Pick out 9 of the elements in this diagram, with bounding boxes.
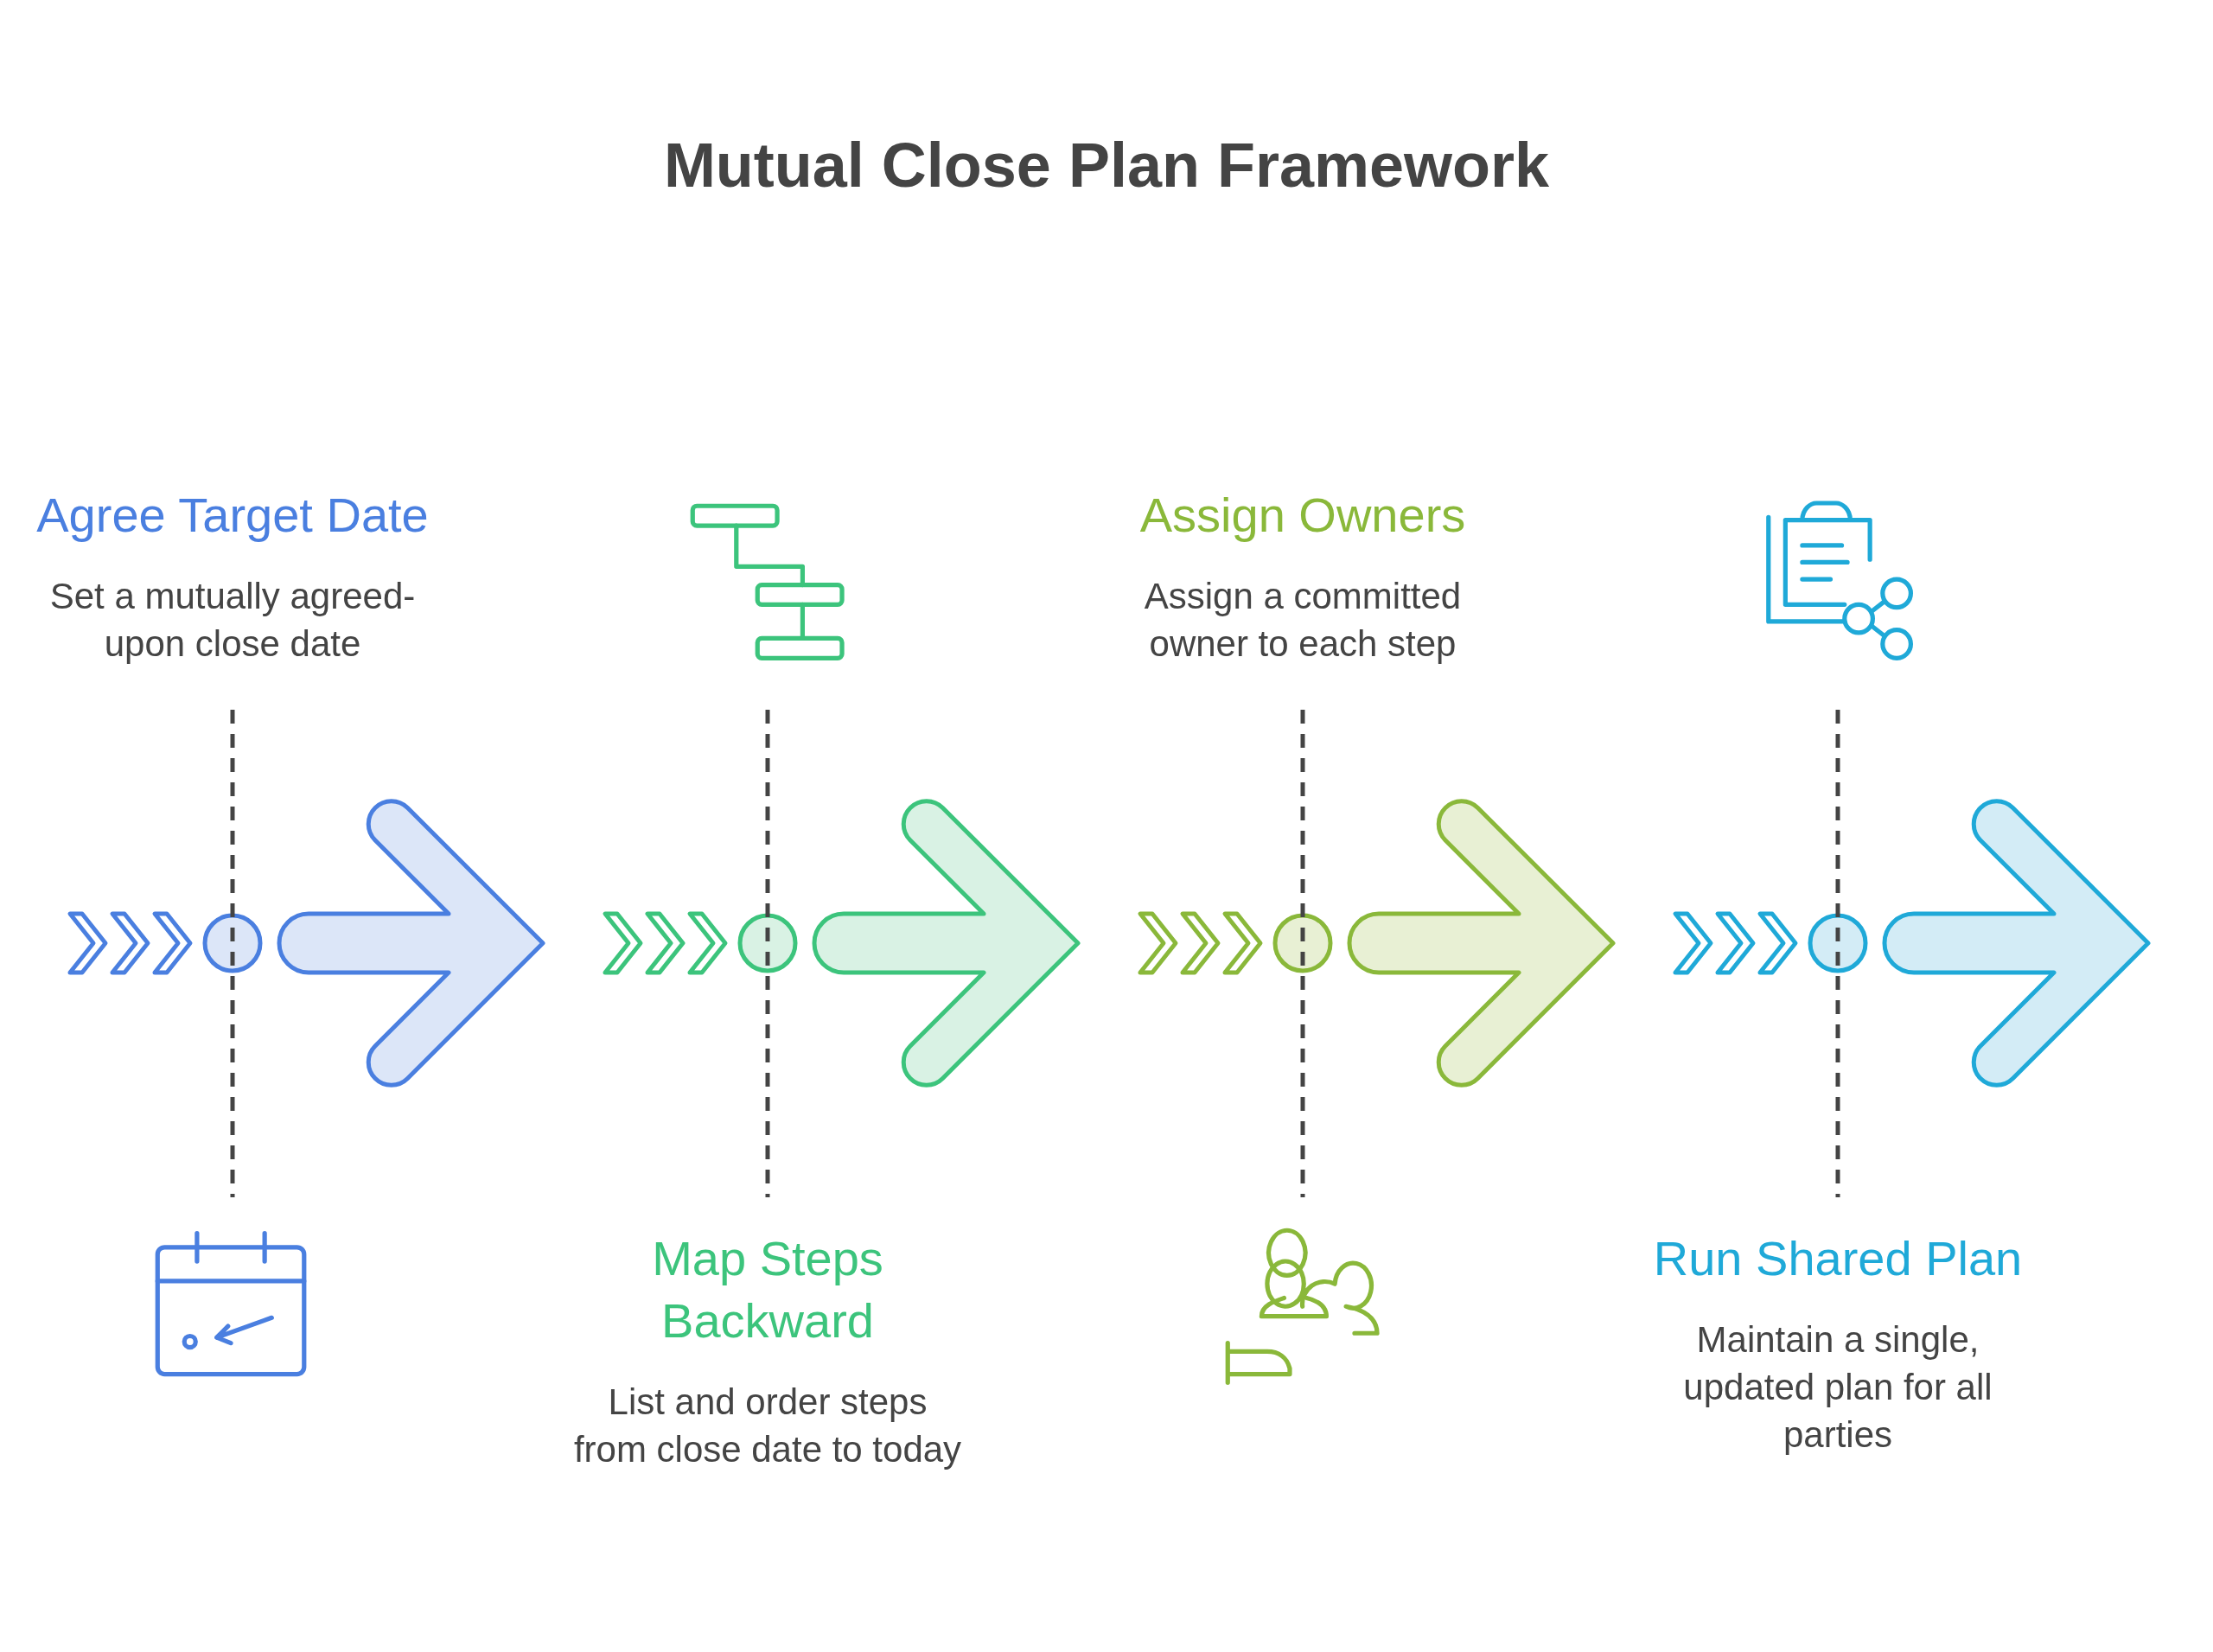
step-description: Assign a committed owner to each step [1143, 575, 1463, 666]
step-heading: Map Steps Backward [651, 1230, 884, 1349]
step-heading: Assign Owners [1139, 487, 1466, 544]
step-heading: Agree Target Date [36, 487, 429, 544]
step-description: List and order steps from close date to today [572, 1381, 963, 1471]
title: Mutual Close Plan Framework [662, 130, 1551, 201]
step-heading: Run Shared Plan [1653, 1230, 2023, 1287]
step-description: Set a mutually agreed-upon close date [48, 575, 417, 666]
step-description: Maintain a single, updated plan for all parties [1682, 1318, 1993, 1457]
